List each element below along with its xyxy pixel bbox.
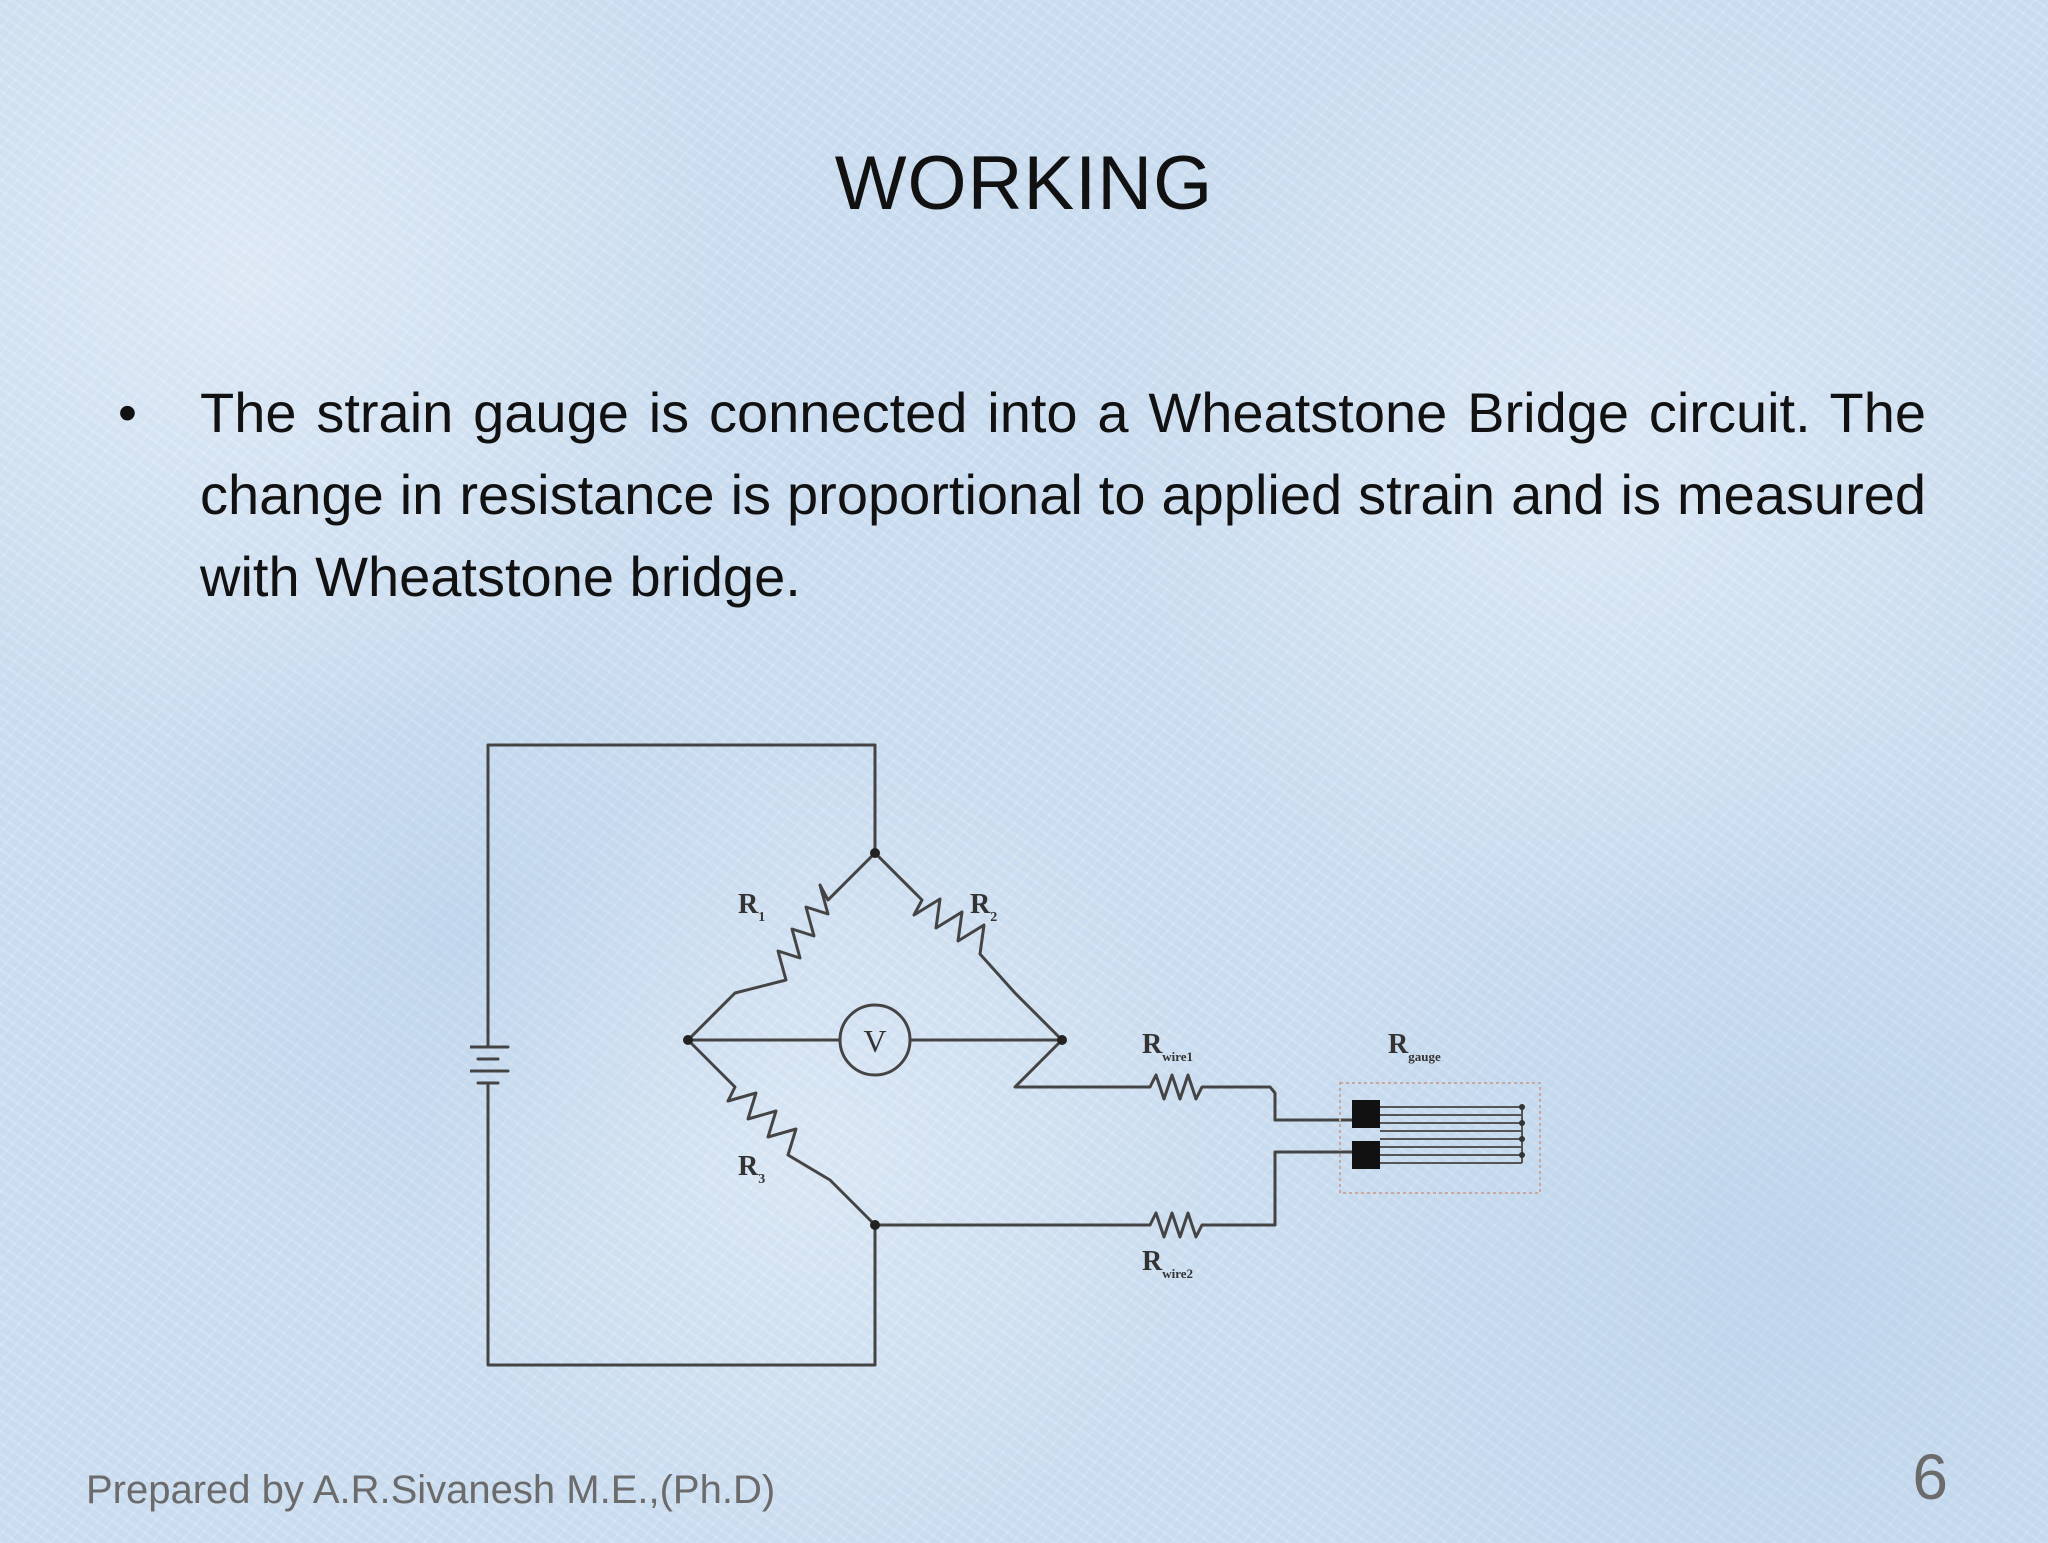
node-bottom [870, 1220, 880, 1230]
strain-gauge-icon [1339, 1082, 1541, 1194]
label-r2: R2 [970, 889, 997, 925]
resistor-r2 [873, 851, 1064, 1042]
wire-right-to-rwire1 [1013, 1038, 1132, 1089]
bullet-icon: • [118, 383, 137, 443]
node-right [1057, 1035, 1067, 1045]
node-top [870, 848, 880, 858]
footer-credit: Prepared by A.R.Sivanesh M.E.,(Ph.D) [86, 1468, 776, 1512]
wheatstone-bridge-diagram: V R1 R2 R3 Rwire1 Rwire2 Rgauge [470, 743, 1541, 1367]
resistor-r1 [686, 851, 877, 1042]
node-left [683, 1035, 693, 1045]
resistor-r3 [686, 1038, 877, 1227]
voltmeter-label: V [863, 1023, 886, 1059]
battery-icon [470, 1038, 510, 1092]
label-rwire2: Rwire2 [1142, 1246, 1193, 1281]
bullet-text: The strain gauge is connected into a Whe… [200, 381, 1926, 608]
wire-bottom [486, 1088, 877, 1367]
wire-top [486, 743, 877, 1042]
resistor-rwire2 [1148, 1150, 1357, 1239]
slide-title: WORKING [834, 141, 1214, 226]
bullet-list: • The strain gauge is connected into a W… [118, 372, 1926, 618]
label-r1: R1 [738, 889, 765, 925]
resistor-rwire1 [1128, 1073, 1357, 1122]
voltmeter-icon [838, 1003, 912, 1077]
label-r3: R3 [738, 1151, 765, 1187]
label-rwire1: Rwire1 [1142, 1029, 1193, 1064]
slide-number: 6 [1912, 1441, 1948, 1513]
label-rgauge: Rgauge [1388, 1029, 1441, 1064]
